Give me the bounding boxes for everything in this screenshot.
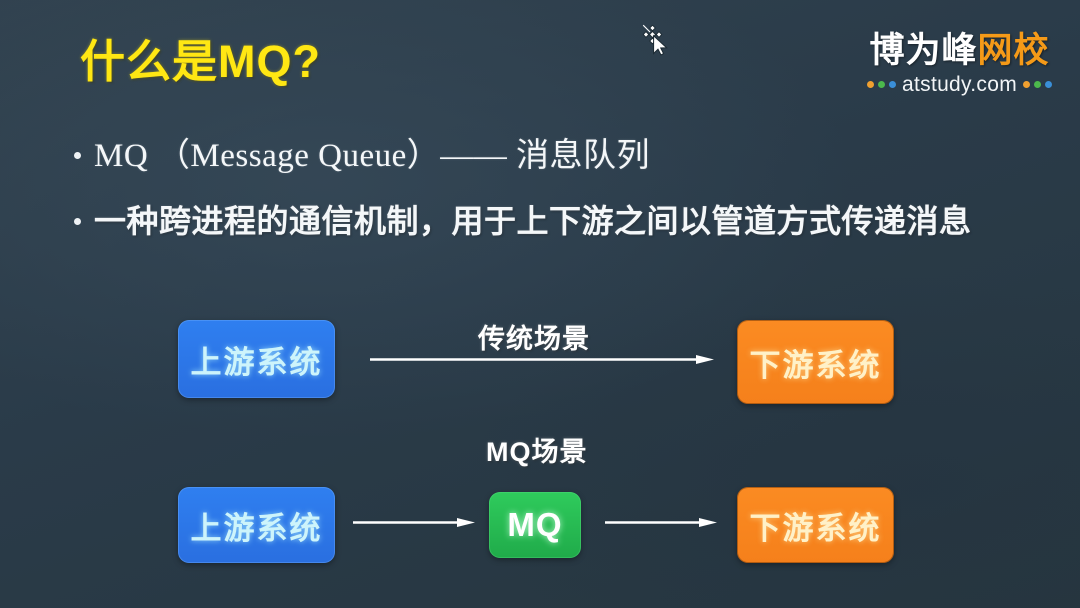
logo-domain-row: atstudy.com [867,73,1052,97]
page-title: 什么是MQ? [80,36,321,87]
bullet-text: MQ （Message Queue）—— 消息队列 [94,138,651,174]
logo-brand-primary: 博为峰 [869,31,978,70]
diagram-label-mq: MQ场景 [486,437,588,467]
diagram-box-upstream-traditional: 上游系统 [178,320,335,398]
bullet-marker-icon [74,218,81,225]
diagram-arrow-upstream-to-mq-icon [353,518,475,527]
logo-dots-left [867,81,897,89]
diagram-box-downstream-traditional: 下游系统 [737,320,894,404]
brand-logo: 博为峰网校 atstudy.com [867,32,1052,97]
diagram-arrow-mq-to-downstream-icon [605,518,717,527]
logo-dot-orange-icon [1023,81,1030,89]
logo-dot-green-icon [878,81,886,89]
logo-dot-blue-icon [1045,81,1052,89]
diagram-box-downstream-mq: 下游系统 [737,487,894,563]
diagram-box-mq: MQ [489,492,581,558]
diagram-label-traditional: 传统场景 [478,324,590,354]
logo-dot-orange-icon [867,81,875,89]
bullet-text: 一种跨进程的通信机制，用于上下游之间以管道方式传递消息 [94,203,972,239]
bullet-item-definition: MQ （Message Queue）—— 消息队列 [74,128,650,176]
bullet-marker-icon [74,152,81,159]
move-cursor-icon [642,24,668,56]
logo-dots-right [1023,81,1052,89]
logo-dot-green-icon [1034,81,1041,89]
logo-brand-secondary: 网校 [977,31,1050,70]
logo-dot-blue-icon [889,81,897,89]
logo-brand-text: 博为峰网校 [867,32,1052,70]
logo-domain-text: atstudy.com [902,72,1017,96]
diagram-arrow-traditional-icon [370,355,714,364]
diagram-box-upstream-mq: 上游系统 [178,487,335,563]
bullet-item-description: 一种跨进程的通信机制，用于上下游之间以管道方式传递消息 [74,196,972,242]
